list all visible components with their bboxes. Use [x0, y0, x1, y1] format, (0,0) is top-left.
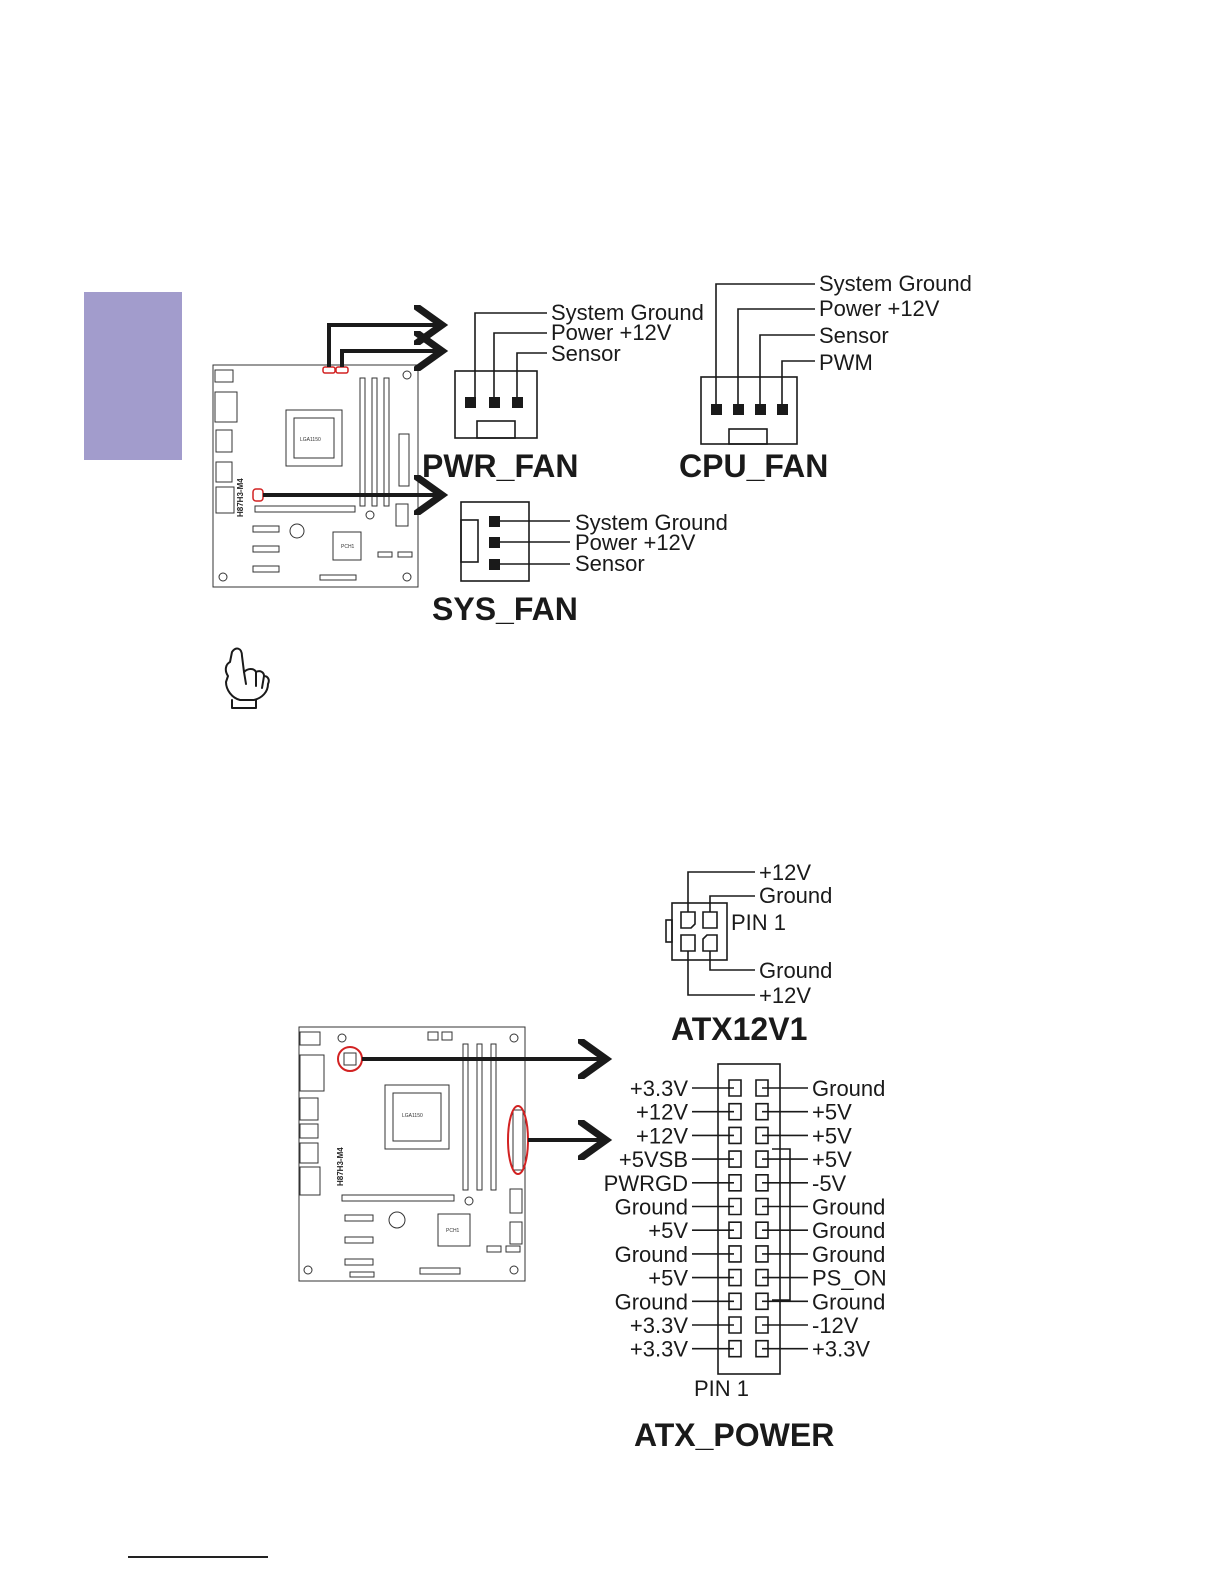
atx-right-pin-label: +5V — [812, 1147, 852, 1172]
chapter-side-tab — [84, 292, 182, 460]
cpu-fan-pin-2: Power +12V — [819, 296, 940, 321]
atx-left-pin-label: +3.3V — [630, 1337, 688, 1362]
socket-label-bottom: LGA1150 — [402, 1113, 423, 1119]
cpu-fan-title: CPU_FAN — [679, 448, 828, 484]
atx-right-pin-socket — [755, 1268, 769, 1287]
pwr-fan-pin-2: Power +12V — [551, 320, 672, 345]
atx-left-pin-socket — [728, 1268, 742, 1287]
atx-right-pin-label: Ground — [812, 1242, 885, 1267]
atx-left-pin-socket — [728, 1197, 742, 1216]
atx-left-pin-label: Ground — [615, 1289, 688, 1314]
atx-left-pin-label: Ground — [615, 1242, 688, 1267]
atx-right-pin-socket — [755, 1221, 769, 1239]
atx-right-pin-label: -12V — [812, 1313, 859, 1338]
atx-left-pin-label: +5V — [648, 1218, 688, 1243]
atx-left-pin-socket — [728, 1174, 742, 1192]
atx-left-pin-socket — [728, 1221, 742, 1239]
atx-left-pin-socket — [728, 1316, 742, 1334]
power-arrows — [362, 1059, 602, 1140]
atx-left-pin-label: +3.3V — [630, 1313, 688, 1338]
pwr-fan-title: PWR_FAN — [422, 448, 578, 484]
sys-fan-pin-2: Power +12V — [575, 530, 696, 555]
atx-right-pin-socket — [755, 1245, 769, 1263]
atx-left-pin-socket — [728, 1150, 742, 1168]
note-hand-icon — [224, 647, 270, 709]
motherboard-top: LGA1150 PCH1 H87H3-M4 — [212, 364, 419, 588]
atx-left-pin-socket — [728, 1339, 742, 1358]
socket-label: LGA1150 — [300, 437, 321, 443]
atx-right-pin-socket — [755, 1292, 769, 1311]
pch-label: PCH1 — [341, 544, 355, 550]
fan-arrows — [263, 325, 438, 495]
atx12v-top-pin-1: +12V — [759, 860, 811, 885]
atx-power-pin1-label: PIN 1 — [694, 1376, 749, 1401]
pwr-fan-connector: System Ground Power +12V Sensor PWR_FAN — [422, 300, 704, 484]
atx-right-pin-socket — [755, 1339, 769, 1358]
pwr-fan-pin-1: System Ground — [551, 300, 704, 325]
atx-right-pin-label: +3.3V — [812, 1337, 870, 1362]
atx-right-pin-socket — [755, 1102, 769, 1121]
atx12v-title: ATX12V1 — [671, 1011, 807, 1047]
atx-right-pin-socket — [755, 1079, 769, 1097]
sys-fan-connector: System Ground Power +12V Sensor SYS_FAN — [432, 501, 728, 627]
atx12v-bottom-pin-2: +12V — [759, 983, 811, 1008]
atx-right-pin-label: Ground — [812, 1076, 885, 1101]
pch-label-bottom: PCH1 — [446, 1228, 460, 1234]
atx-left-pin-socket — [728, 1292, 742, 1311]
atx-right-pin-label: Ground — [812, 1218, 885, 1243]
atx-right-pin-socket — [755, 1197, 769, 1216]
atx-left-pin-label: PWRGD — [604, 1171, 688, 1196]
board-model-bottom: H87H3-M4 — [336, 1147, 345, 1186]
atx-left-pin-socket — [728, 1126, 742, 1145]
atx-left-pin-label: +3.3V — [630, 1076, 688, 1101]
atx-right-pin-label: +5V — [812, 1123, 852, 1148]
atx-right-pin-socket — [755, 1174, 769, 1192]
atx-left-pin-label: +12V — [636, 1100, 688, 1125]
atx-right-pin-socket — [755, 1150, 769, 1168]
cpu-fan-pin-4: PWM — [819, 350, 873, 375]
motherboard-bottom: LGA1150 PCH1 H87H3-M4 — [298, 1026, 529, 1282]
atx-left-pin-socket — [728, 1245, 742, 1263]
atx-right-pin-socket — [755, 1126, 769, 1145]
atx-right-pin-label: +5V — [812, 1100, 852, 1125]
sys-fan-pin-3: Sensor — [575, 551, 645, 576]
atx12v-pin1-label: PIN 1 — [731, 910, 786, 935]
atx12v-connector: +12V Ground PIN 1 Ground +12V ATX12V1 — [665, 860, 832, 1047]
board-outline-bottom — [298, 1026, 526, 1282]
atx-right-pin-label: Ground — [812, 1195, 885, 1220]
atx-left-pin-label: +12V — [636, 1123, 688, 1148]
atx-left-pin-socket — [728, 1079, 742, 1097]
atx-right-pin-socket — [755, 1316, 769, 1334]
sys-fan-pin-1: System Ground — [575, 510, 728, 535]
atx-left-pin-label: Ground — [615, 1195, 688, 1220]
board-model: H87H3-M4 — [236, 478, 245, 517]
atx-left-pin-socket — [728, 1102, 742, 1121]
atx-left-pin-label: +5VSB — [619, 1147, 688, 1172]
atx-right-pin-label: PS_ON — [812, 1266, 887, 1291]
atx-right-pin-label: Ground — [812, 1289, 885, 1314]
atx-power-title: ATX_POWER — [634, 1417, 834, 1453]
atx-right-pin-label: -5V — [812, 1171, 847, 1196]
atx-left-pin-label: +5V — [648, 1266, 688, 1291]
cpu-fan-pin-3: Sensor — [819, 323, 889, 348]
atx12v-bottom-pin-1: Ground — [759, 958, 832, 983]
cpu-fan-pin-1: System Ground — [819, 271, 972, 296]
sys-fan-title: SYS_FAN — [432, 591, 578, 627]
footer-rule — [128, 1556, 268, 1558]
atx12v-top-pin-2: Ground — [759, 883, 832, 908]
cpu-fan-connector: System Ground Power +12V Sensor PWM CPU_… — [679, 271, 972, 484]
pwr-fan-pin-3: Sensor — [551, 341, 621, 366]
